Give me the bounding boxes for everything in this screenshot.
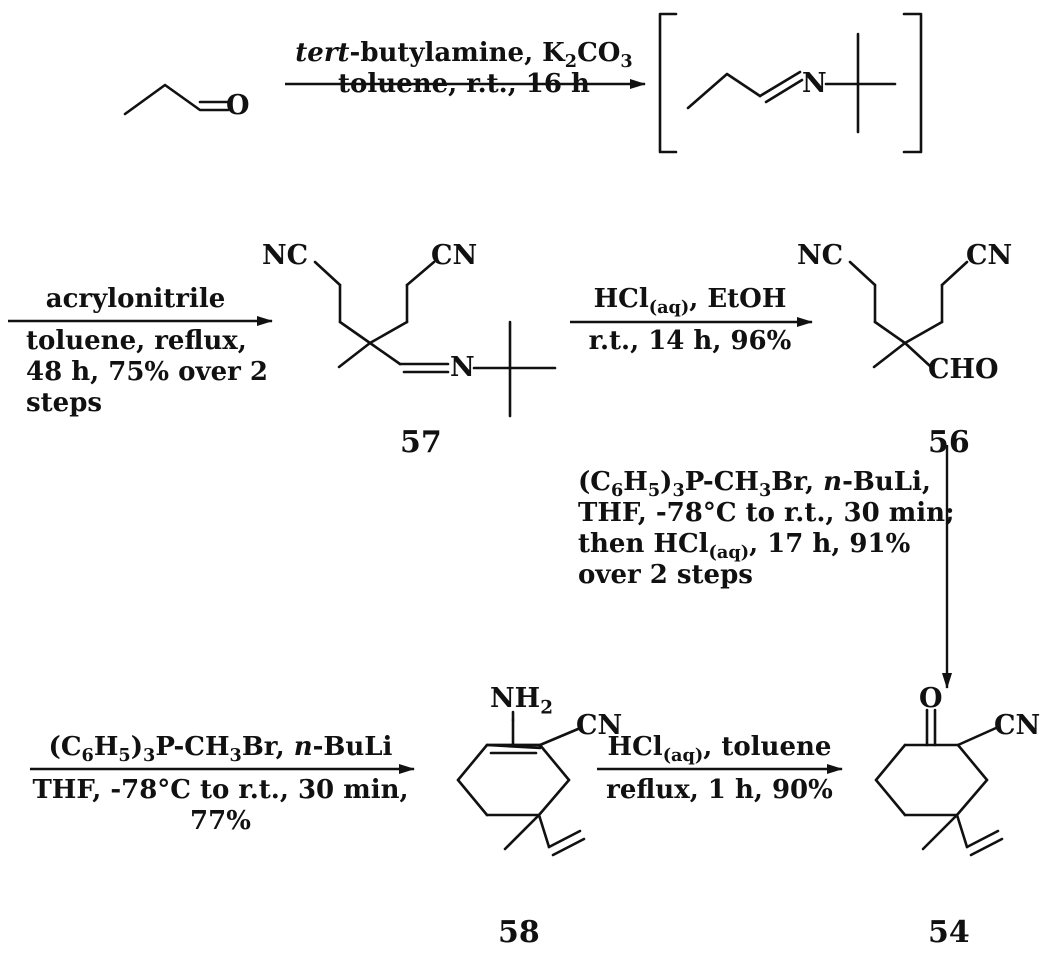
compound-number-56: 56 xyxy=(928,425,970,460)
c58-amine: NH2 xyxy=(490,683,553,719)
c56-nitrile-right: CN xyxy=(966,240,1013,271)
step-6-reagent: HCl(aq), toluene xyxy=(607,732,832,767)
compound-56-structure xyxy=(848,260,969,369)
compound-54-structure xyxy=(874,708,1004,857)
step-3-reagent: HCl(aq), EtOH xyxy=(593,284,787,319)
imine-nitrogen: N xyxy=(802,68,827,99)
c57-nitrile-right: CN xyxy=(431,240,478,271)
step-2-reagent: acrylonitrile xyxy=(45,284,226,314)
c58-nitrile: CN xyxy=(576,710,623,741)
c54-nitrile: CN xyxy=(994,710,1041,741)
compound-57-structure xyxy=(313,260,557,418)
propanal-structure xyxy=(123,83,230,116)
compound-number-57: 57 xyxy=(400,425,442,460)
step-5-conditions: THF, -78°C to r.t., 30 min, 77% xyxy=(32,775,409,836)
c54-ketone-oxygen: O xyxy=(919,683,943,714)
c57-nitrile-left: NC xyxy=(262,240,309,271)
compound-58-structure xyxy=(456,710,586,857)
step-1-conditions: tert-butylamine, K2CO3 toluene, r.t., 16… xyxy=(295,38,633,99)
step-3-conditions: r.t., 14 h, 96% xyxy=(588,326,792,356)
step-5-reagent: (C6H5)3P-CH3Br, n-BuLi xyxy=(48,732,393,767)
c56-nitrile-left: NC xyxy=(797,240,844,271)
c56-aldehyde: CHO xyxy=(928,354,999,385)
step-6-conditions: reflux, 1 h, 90% xyxy=(606,775,833,805)
compound-number-58: 58 xyxy=(498,915,540,950)
compound-number-54: 54 xyxy=(928,915,970,950)
step-4-conditions: (C6H5)3P-CH3Br, n-BuLi, THF, -78°C to r.… xyxy=(578,467,955,590)
c57-imine-nitrogen: N xyxy=(450,352,475,383)
step-2-conditions: toluene, reflux, 48 h, 75% over 2 steps xyxy=(26,326,269,418)
aldehyde-oxygen: O xyxy=(226,90,250,121)
imine-intermediate xyxy=(658,12,923,154)
